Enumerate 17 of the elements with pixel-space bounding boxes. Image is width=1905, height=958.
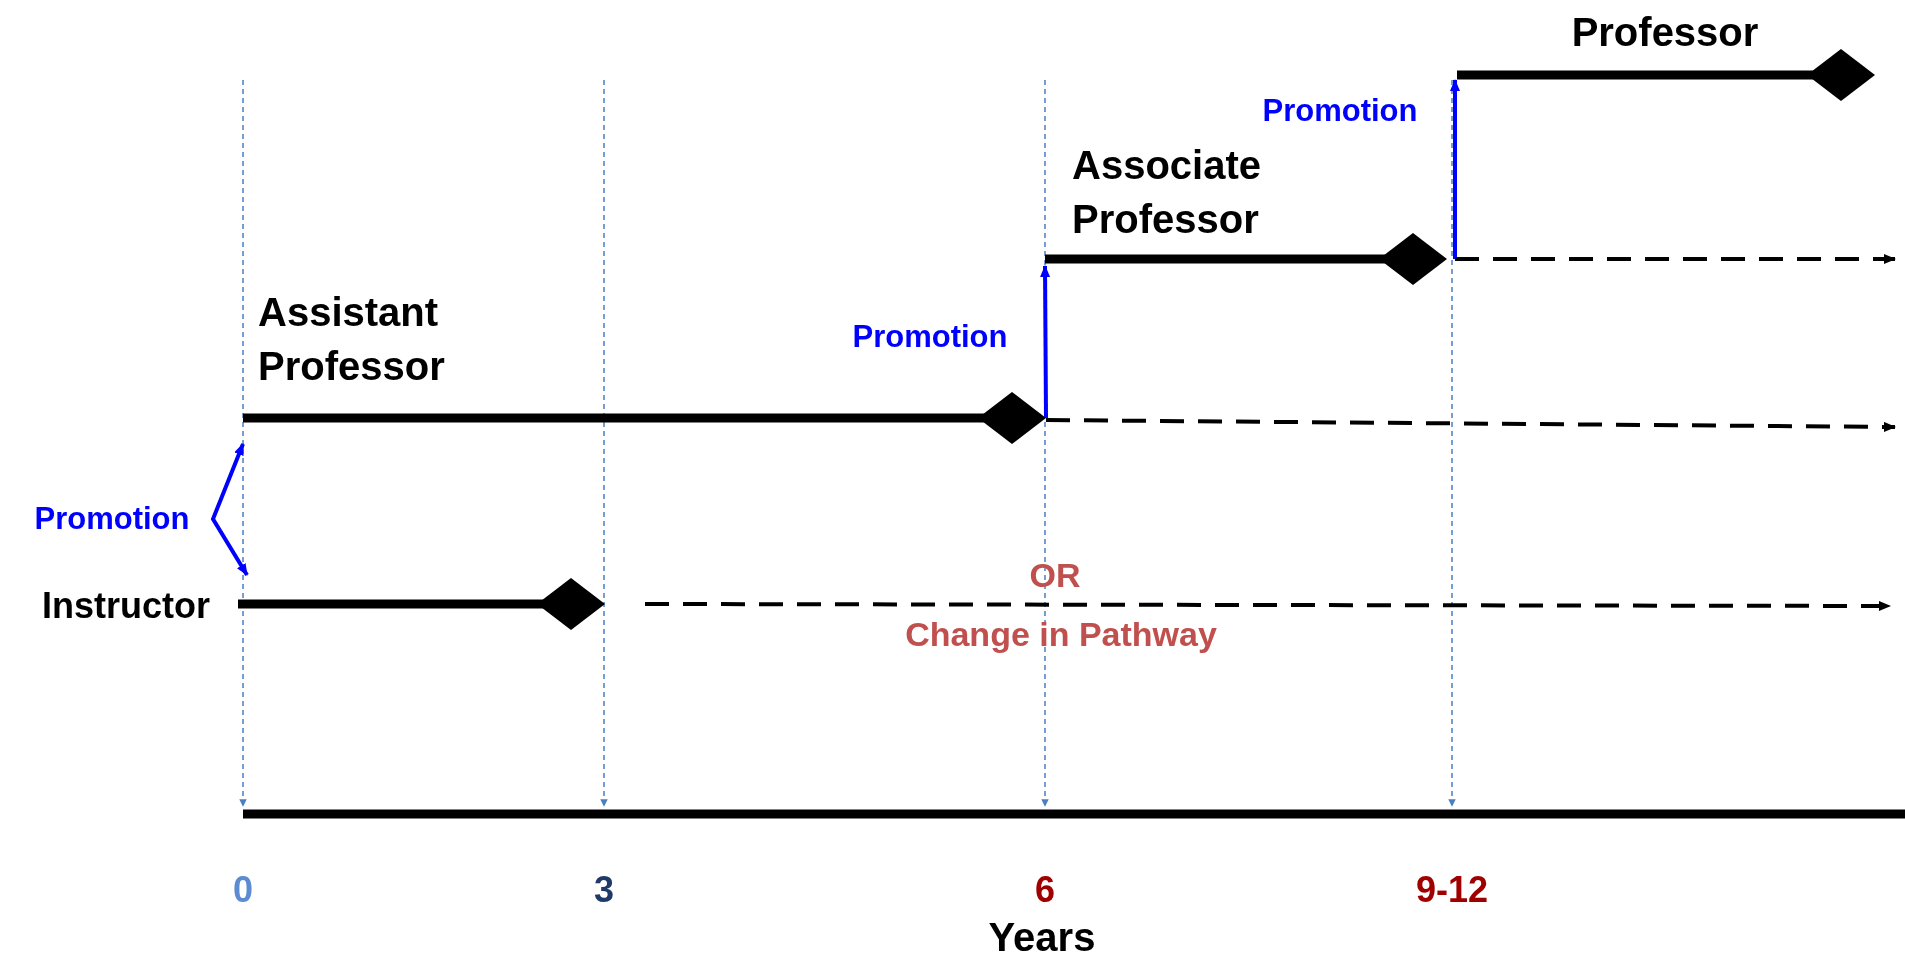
rank-label: Assistant Professor	[258, 289, 446, 390]
dashed-arrow	[1046, 418, 1896, 432]
tick-label: 0	[233, 869, 253, 911]
arrow	[1450, 79, 1460, 259]
note-text: OR	[1029, 555, 1081, 595]
tick-label: 6	[1035, 869, 1055, 911]
rank-label: Instructor	[41, 584, 210, 628]
dashed-arrow	[645, 601, 1891, 611]
tick-label: 3	[594, 869, 614, 911]
rank-label: Professor	[1570, 9, 1760, 56]
dashed-arrow	[1455, 254, 1896, 264]
arrow	[210, 443, 249, 577]
note-text: Change in Pathway	[905, 614, 1217, 654]
arrow	[1040, 265, 1051, 418]
rank-label: Associate Professor	[1072, 142, 1262, 243]
tick-label: 9-12	[1415, 869, 1489, 911]
axis-title: Years	[988, 914, 1096, 958]
